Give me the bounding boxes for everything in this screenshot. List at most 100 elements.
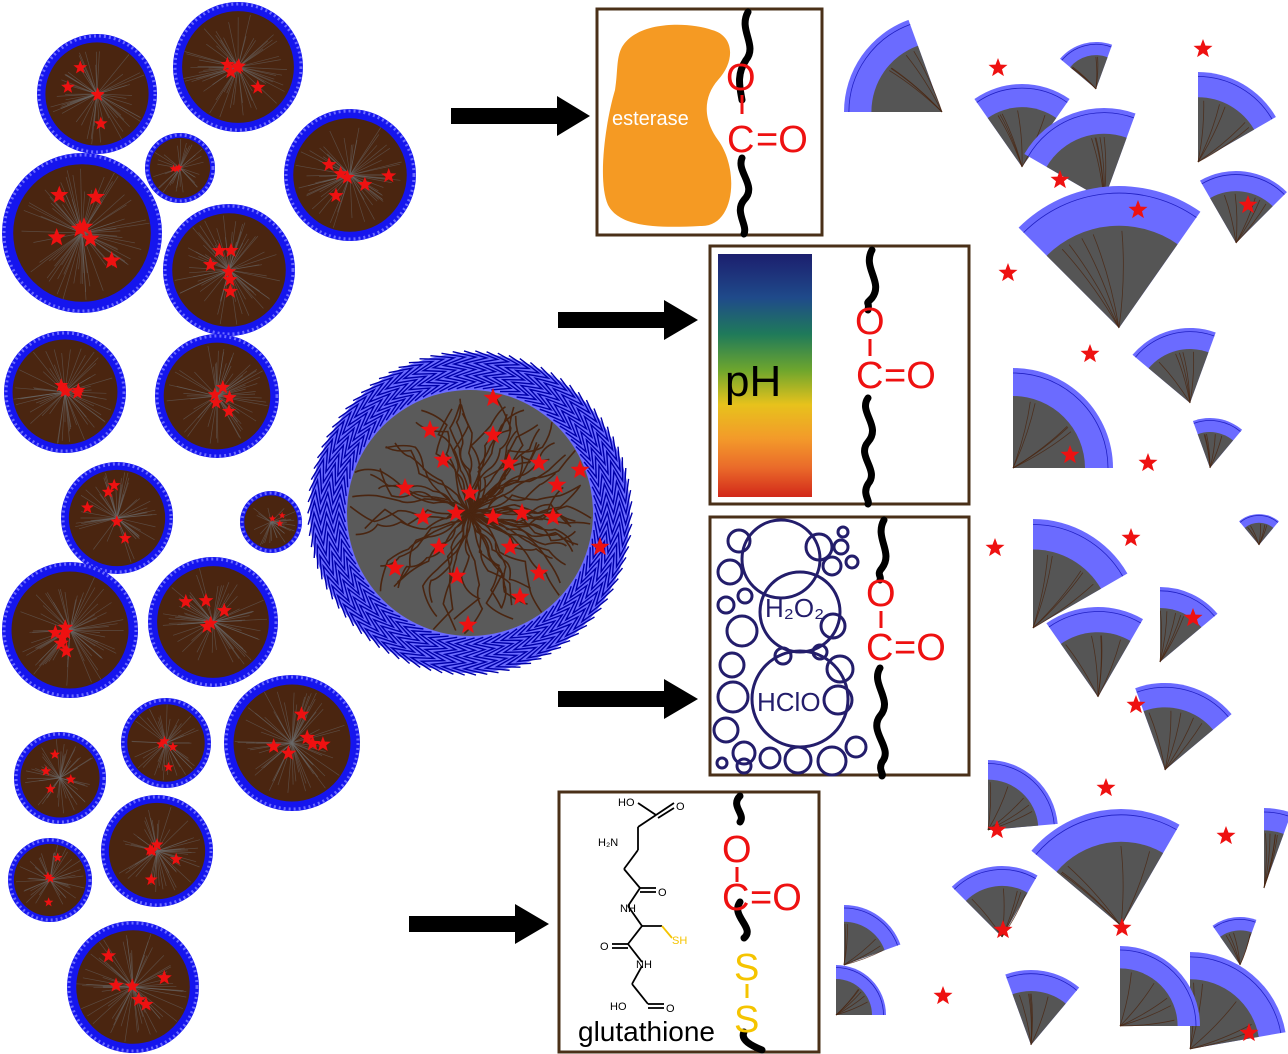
ros-bubble	[832, 538, 850, 556]
released-drug-star	[1096, 778, 1116, 797]
drug-star	[278, 511, 286, 519]
released-drug-star	[1080, 344, 1100, 363]
drug-star	[81, 500, 94, 514]
micelle	[4, 331, 126, 453]
drug-star	[110, 515, 124, 528]
large-micelle-detail	[307, 350, 633, 676]
esterase-panel: esterase O C =O	[595, 7, 824, 238]
released-drug-star	[1050, 170, 1070, 189]
micelle	[163, 204, 295, 336]
carbonyl-oxygen-label: =O	[750, 877, 802, 919]
atom-sh: SH	[672, 935, 687, 947]
ros-bubble	[773, 646, 793, 666]
drug-star	[57, 619, 74, 634]
drug-star	[70, 219, 90, 237]
drug-star	[413, 507, 433, 526]
drug-star	[163, 761, 174, 772]
micelle	[284, 109, 416, 241]
drug-star	[333, 165, 349, 181]
drug-star	[45, 873, 56, 883]
drug-star	[529, 563, 549, 582]
drug-star	[221, 403, 236, 418]
micelle	[224, 675, 360, 811]
atom-ho-bottom: HO	[610, 1001, 627, 1013]
ros-bubble	[783, 745, 813, 775]
drug-star	[101, 947, 117, 963]
micelle-fragment	[1197, 72, 1276, 163]
carbon-label: C	[722, 877, 749, 919]
drug-star	[429, 537, 449, 556]
drug-star	[93, 116, 108, 130]
carbonyl-oxygen-label: =O	[894, 627, 946, 669]
ros-bubble	[758, 746, 782, 770]
drug-star	[499, 453, 519, 472]
micelle-fragment	[1239, 514, 1279, 546]
ros-bubbles	[712, 518, 868, 777]
micelle-fragment	[1189, 952, 1286, 1050]
ros-bubble	[804, 532, 834, 562]
drug-star	[458, 615, 478, 634]
micelle-fragment	[1263, 807, 1288, 889]
drug-star	[209, 395, 224, 409]
drug-star	[483, 388, 503, 407]
released-drug-star	[988, 58, 1008, 77]
released-drug-star	[993, 920, 1013, 939]
carbon-label: C	[856, 355, 883, 397]
drug-star	[203, 615, 219, 630]
drug-star	[47, 228, 66, 246]
drug-star	[590, 537, 610, 556]
hclo-label: HClO	[757, 687, 821, 717]
drug-star	[50, 185, 69, 203]
released-drug-star	[1216, 826, 1236, 845]
drug-star	[73, 60, 88, 74]
drug-star	[169, 852, 183, 865]
drug-star	[231, 58, 247, 73]
ros-bubble	[844, 554, 860, 570]
ros-bubble	[715, 756, 729, 770]
atom-nh2: NH	[636, 959, 652, 971]
drug-star	[65, 773, 76, 784]
drug-star	[381, 168, 397, 183]
sulfur-label-2: S	[734, 999, 759, 1041]
glutathione-structure	[612, 802, 675, 1009]
atom-o1: O	[676, 801, 685, 813]
micelle	[121, 698, 211, 788]
atom-o3: O	[600, 941, 609, 953]
drug-star	[61, 79, 75, 93]
ph-label: pH	[725, 357, 781, 406]
drug-star	[543, 507, 563, 526]
ros-bubble	[718, 651, 746, 679]
drug-star	[58, 642, 75, 658]
drug-star	[199, 618, 215, 633]
micelle-fragment	[1060, 41, 1113, 90]
drug-star	[43, 897, 54, 907]
polymer-backbone-chain	[736, 8, 754, 238]
micelle	[2, 153, 162, 313]
released-drug-star	[1112, 918, 1132, 937]
micelle	[155, 334, 279, 458]
micelle-fragment	[1135, 682, 1232, 771]
drug-star	[81, 229, 100, 247]
drug-star	[101, 485, 115, 498]
drug-star	[54, 378, 69, 392]
micelle-fragment	[1024, 107, 1136, 201]
released-drug-star	[1138, 453, 1158, 472]
released-drug-star	[1239, 1023, 1259, 1042]
micelle	[173, 2, 303, 132]
micelle-fragment	[1005, 969, 1080, 1046]
drug-star	[143, 843, 157, 856]
micelle-fragment	[1192, 418, 1243, 469]
released-drug-star	[987, 820, 1007, 839]
drug-star	[265, 738, 282, 753]
micelle	[148, 557, 278, 687]
drug-star	[280, 745, 297, 760]
carbon-label: C	[727, 119, 754, 161]
drug-star	[53, 635, 69, 650]
atom-o4: O	[666, 1003, 675, 1015]
drug-star	[483, 425, 503, 444]
micelle-fragment	[1032, 518, 1128, 629]
drug-star	[108, 977, 124, 992]
drug-star	[447, 566, 467, 585]
micelle-fragment	[1018, 186, 1201, 329]
